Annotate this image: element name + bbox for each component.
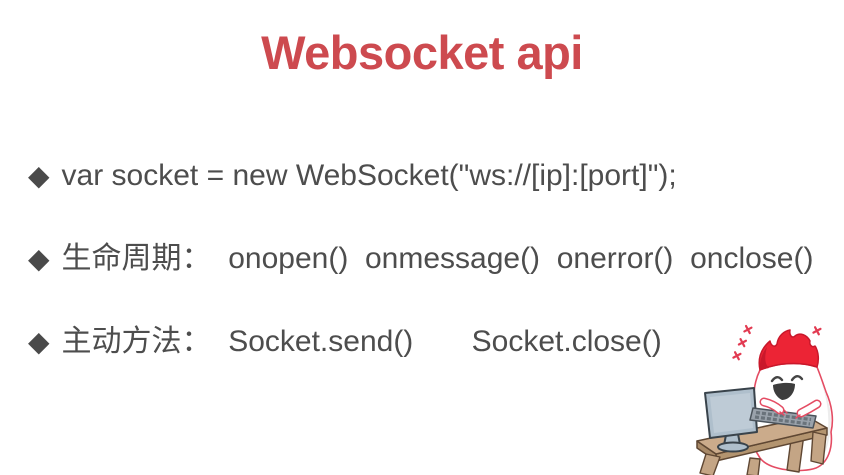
bullet-text-active-methods: 主动方法： Socket.send() Socket.close() (61, 325, 662, 358)
monitor-icon (704, 387, 758, 453)
bullet-text-websocket-constructor: var socket = new WebSocket("ws://[ip]:[p… (61, 159, 677, 192)
bullet-diamond-icon: ◆ (28, 326, 50, 357)
bullet-row-1: ◆ var socket = new WebSocket("ws://[ip]:… (28, 157, 677, 195)
bullet-row-3: ◆ 主动方法： Socket.send() Socket.close() (28, 323, 662, 361)
bullet-diamond-icon: ◆ (28, 160, 50, 191)
flame-hair-icon (758, 329, 820, 371)
mascot-arms (759, 397, 822, 419)
mascot-eyes (770, 375, 804, 383)
keyboard-icon (749, 407, 817, 429)
bullet-row-2: ◆ 生命周期： onopen() onmessage() onerror() o… (28, 240, 813, 278)
desk-front-legs (699, 431, 827, 475)
mascot-mouth (773, 382, 795, 400)
slide-title: Websocket api (261, 26, 583, 79)
bullet-text-lifecycle-methods: 生命周期： onopen() onmessage() onerror() onc… (61, 242, 814, 275)
bullet-diamond-icon: ◆ (28, 243, 50, 274)
mascot-illustration (696, 324, 834, 475)
